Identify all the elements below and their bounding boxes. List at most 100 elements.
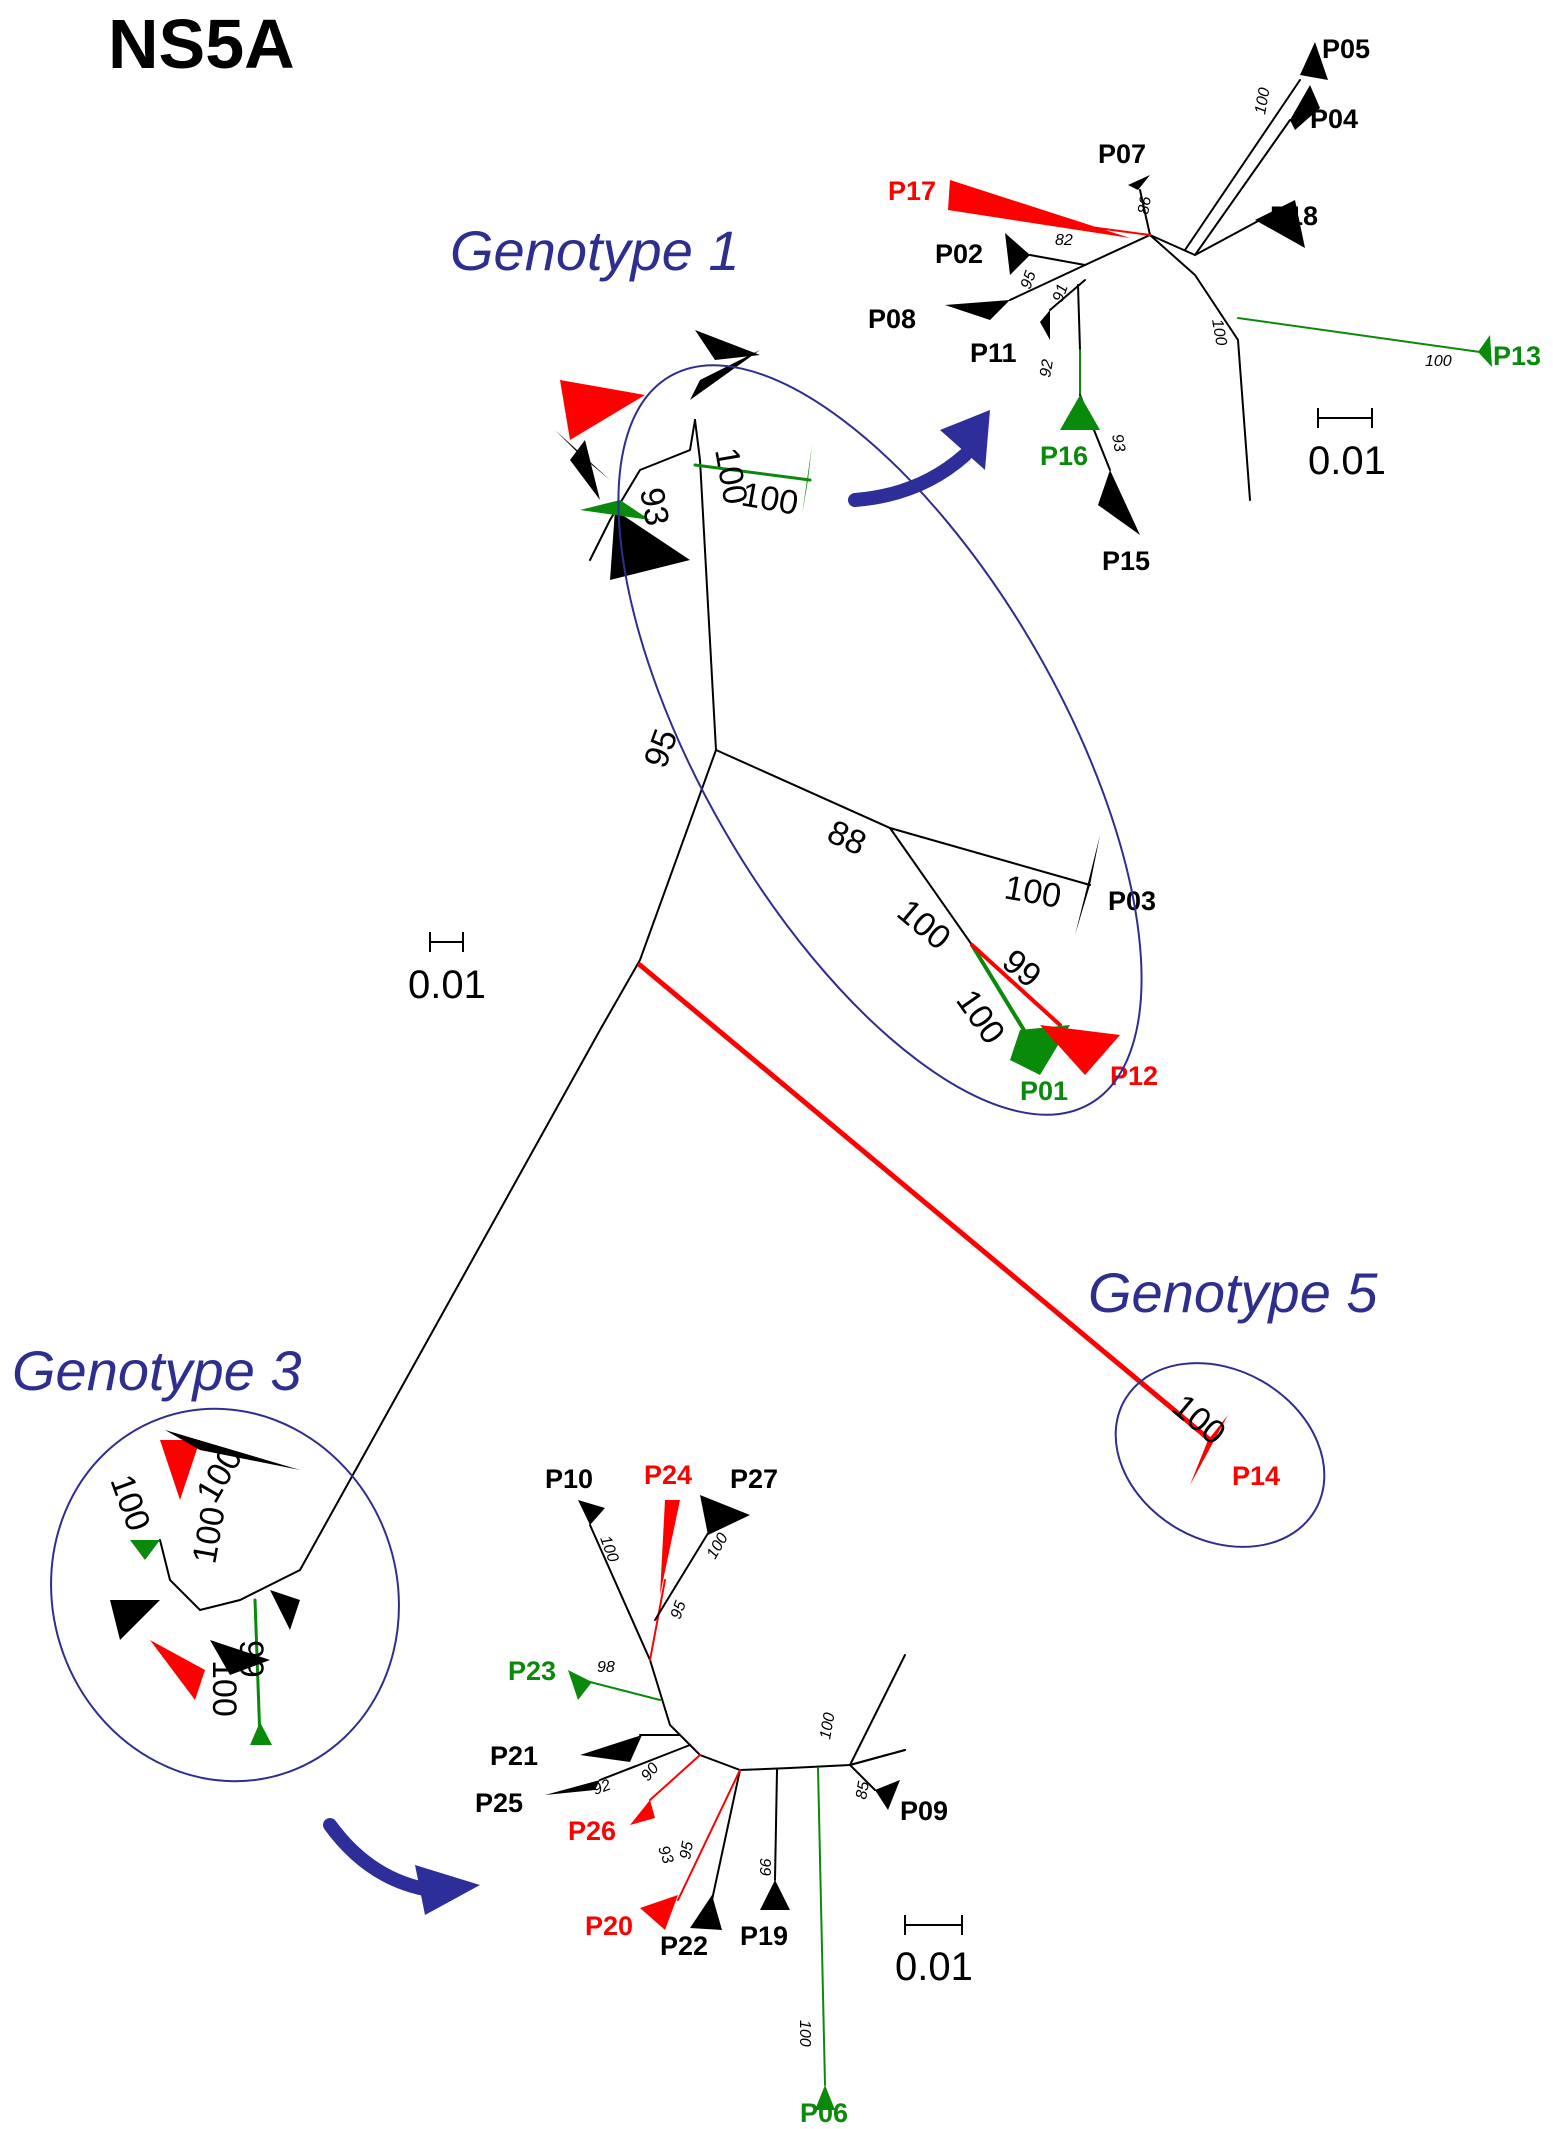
zoom-arrow-genotype-1 (848, 448, 972, 507)
g1-red-triangle (560, 380, 645, 440)
taxon-label-p05: P05 (1322, 34, 1370, 64)
g1-green-triangle (802, 445, 812, 515)
g3-compressed-cluster (110, 1430, 301, 1745)
z1-p05-branch (1184, 79, 1301, 251)
bootstrap-label: 100 (817, 1711, 838, 1740)
taxon-label-p02: P02 (935, 239, 983, 269)
taxon-label-p26: P26 (568, 1816, 616, 1846)
z1-p11-branch (1049, 279, 1086, 311)
g3-black-triangle-b (110, 1600, 160, 1640)
bootstrap-label: 100 (1252, 86, 1273, 115)
figure-title: NS5A (108, 5, 295, 83)
p14-branch (637, 962, 1213, 1443)
bootstrap-label: 100 (205, 1660, 243, 1717)
z3-p23-branch (589, 1681, 661, 1701)
bootstrap-label: 92 (1037, 358, 1057, 379)
g1-black-triangle-b (610, 510, 690, 580)
z1-p07-branch (1139, 189, 1151, 236)
p12-clade-triangle (1040, 1025, 1120, 1075)
bootstrap-label: 100 (1165, 1387, 1233, 1453)
taxon-label-p16: P16 (1040, 441, 1088, 471)
bootstrap-label: 100 (185, 1504, 232, 1566)
z3-root-branch (849, 1749, 906, 1766)
taxon-label-p01: P01 (1020, 1076, 1068, 1106)
p12-branch (970, 943, 1062, 1027)
z3-p27-triangle (700, 1495, 750, 1535)
bootstrap-label: 86 (1135, 195, 1155, 216)
g3-inner-branch (159, 1539, 301, 1612)
genotype-3-ellipse (50, 1407, 400, 1783)
trunk-branch (299, 749, 717, 1571)
genotype-5-ellipse (1114, 1362, 1326, 1548)
g3-p06-branch (253, 1598, 262, 1742)
bootstrap-label: 100 (1425, 353, 1452, 370)
taxon-label-p06: P06 (800, 2098, 848, 2128)
bootstrap-label: 95 (677, 1840, 697, 1861)
genotype-1-zoom-tree: P05 P04 P18 P13 P07 P17 P02 P08 P11 P16 … (868, 34, 1541, 576)
bootstrap-label: 100 (189, 1441, 250, 1509)
zoom-arrow-head-genotype-3 (415, 1865, 480, 1915)
z1-p04-triangle (1290, 85, 1320, 130)
bootstrap-label: 99 (232, 1640, 270, 1678)
bootstrap-label: 100 (739, 475, 801, 522)
g1-black-triangle-e (570, 440, 600, 500)
z1-p11-triangle (1040, 310, 1050, 340)
z3-p21-triangle (580, 1735, 642, 1762)
bootstrap-label: 99 (756, 1858, 773, 1876)
g1-black-triangle-d (695, 330, 760, 360)
bootstrap-label: 93 (632, 485, 676, 529)
taxon-label-p17: P17 (888, 176, 936, 206)
taxon-label-p19: P19 (740, 1921, 788, 1951)
taxon-label-p21: P21 (490, 1741, 538, 1771)
bootstrap-label: 98 (597, 1659, 615, 1676)
taxon-label-p24: P24 (644, 1460, 692, 1490)
bootstrap-label: 100 (102, 1470, 157, 1536)
z1-p07-triangle (1128, 175, 1150, 190)
bootstrap-label: 100 (596, 1534, 621, 1565)
main-tree: 95 88 100 99 100 100 100 100 93 100 100 … (102, 330, 1280, 1745)
taxon-label-p23: P23 (508, 1656, 556, 1686)
p03-branch (715, 749, 1091, 886)
g3-green-triangle (250, 1722, 272, 1745)
p01-branch (970, 943, 1032, 1042)
z1-p13-branch (1237, 317, 1481, 353)
bootstrap-label: 95 (1018, 269, 1040, 292)
z1-p02-branch (1029, 254, 1086, 266)
z3-p10-branch (589, 1524, 651, 1661)
g1-stem-branch (694, 419, 717, 751)
taxon-label-p20: P20 (585, 1911, 633, 1941)
taxon-label-p11: P11 (970, 338, 1017, 368)
bootstrap-label: 100 (796, 2020, 813, 2047)
taxon-label-p14: P14 (1232, 1461, 1280, 1491)
zoom-arrow-head-genotype-1 (940, 410, 990, 470)
g1-p13-branch (693, 463, 812, 482)
g3-black-triangle-d (210, 1640, 270, 1675)
genotype-1-label: Genotype 1 (450, 219, 740, 282)
z3-p20-triangle (640, 1895, 678, 1930)
z3-p09-triangle (875, 1780, 900, 1810)
bootstrap-label: 95 (637, 724, 686, 773)
g3-green-triangle-b (130, 1540, 160, 1560)
z1-p02-triangle (1005, 233, 1030, 275)
taxon-label-p13: P13 (1493, 341, 1541, 371)
z1-p15-triangle (1098, 470, 1140, 535)
main-scale-bar-label: 0.01 (408, 963, 486, 1007)
z1-p08-branch (1009, 264, 1086, 301)
z3-p22-branch (711, 1769, 741, 1901)
z3-p27-branch (654, 1529, 711, 1621)
z3-p26-triangle (630, 1800, 655, 1825)
g1-black-triangle-c (690, 350, 760, 400)
z3-p06-branch (817, 1767, 826, 2086)
g3-black-triangle-a (165, 1430, 300, 1470)
z3-p24-branch (649, 1579, 666, 1661)
bootstrap-label: 99 (995, 942, 1048, 995)
taxon-label-p25: P25 (475, 1788, 523, 1818)
z3-p10-triangle (578, 1500, 605, 1525)
z3-p25-branch (599, 1744, 691, 1781)
g3-red-triangle (160, 1440, 200, 1500)
bootstrap-label: 100 (1208, 318, 1229, 347)
taxon-label-p09: P09 (900, 1796, 948, 1826)
taxon-label-p07: P07 (1098, 139, 1146, 169)
